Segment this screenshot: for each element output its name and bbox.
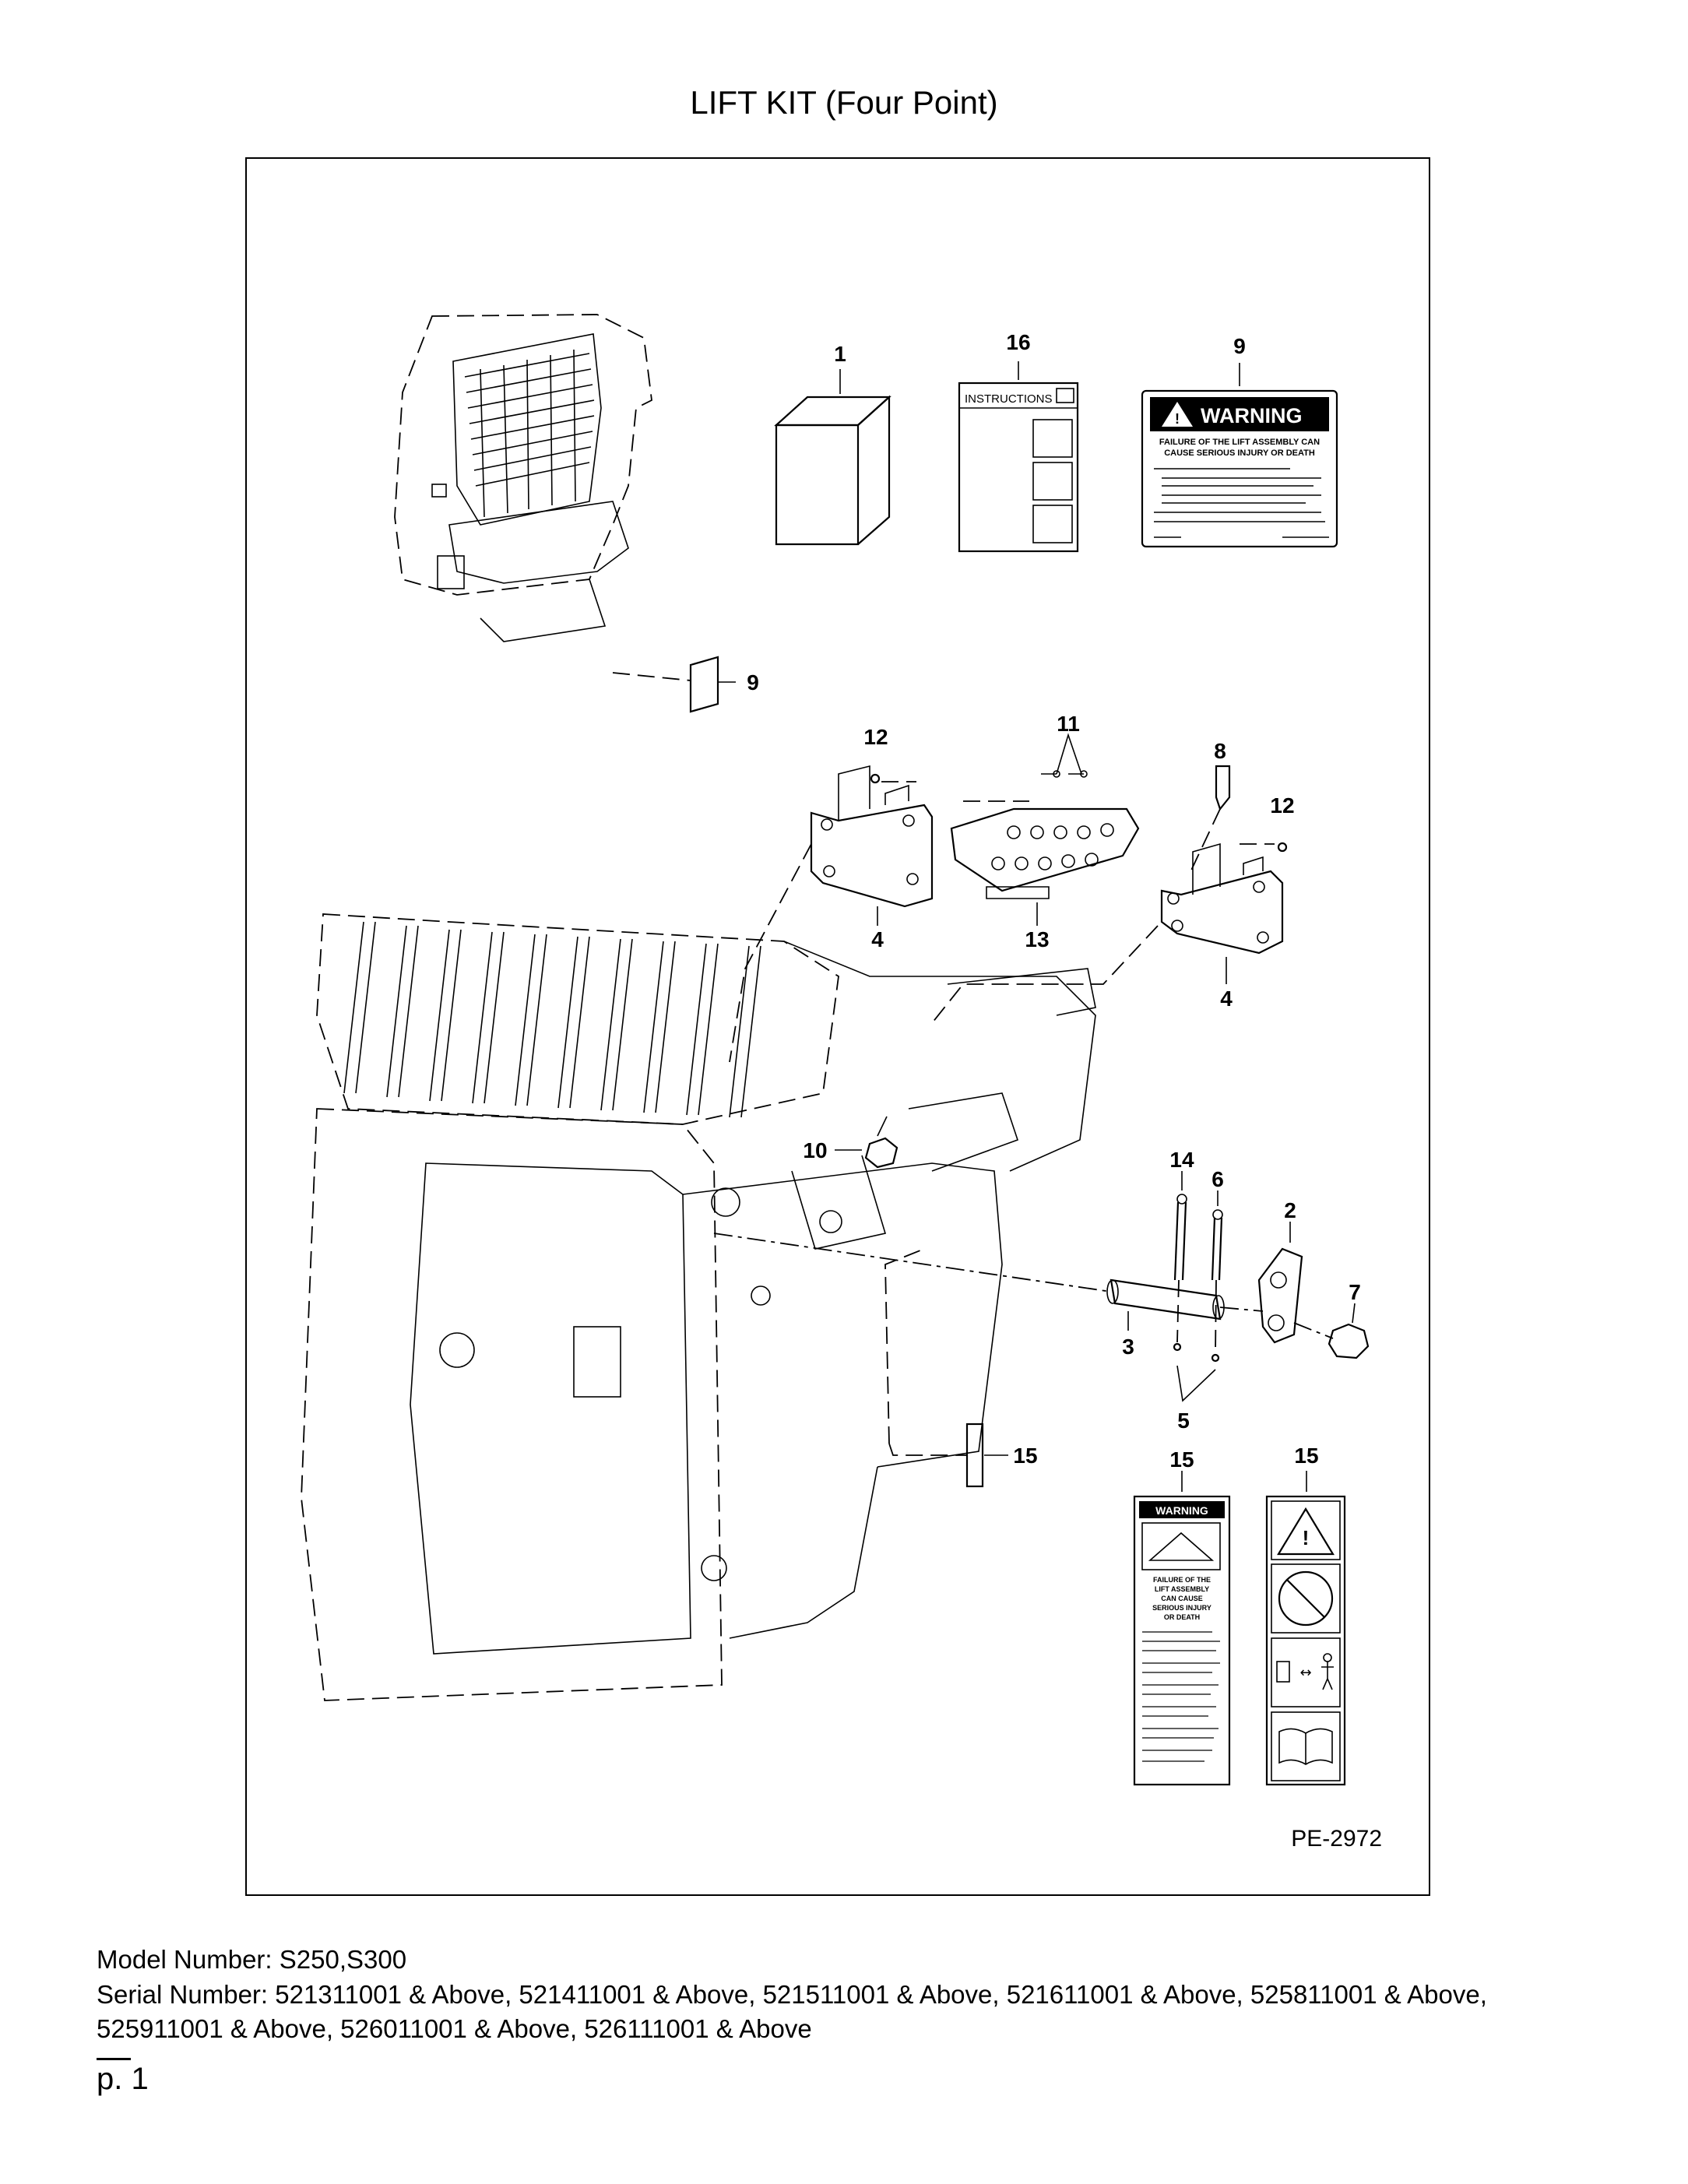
diagram-frame: INSTRUCTIONS ! WARNING FAILURE OF THE LI…	[245, 157, 1430, 1896]
serial-number: Serial Number: 521311001 & Above, 521411…	[97, 1980, 1487, 2043]
warning-tall-line1: FAILURE OF THE	[1153, 1576, 1211, 1584]
svg-text:!: !	[1303, 1526, 1310, 1549]
callout-12-right: 12	[1270, 793, 1294, 818]
part-4-left-plate	[810, 765, 934, 926]
warning-large-heading: WARNING	[1201, 404, 1303, 427]
callout-6: 6	[1211, 1167, 1224, 1191]
model-number: Model Number: S250,S300	[97, 1945, 407, 1974]
part-11-bolts	[963, 733, 1088, 802]
part-3-shaft	[713, 1233, 1225, 1331]
page-number: p. 1	[97, 2062, 149, 2096]
part-8-bolt	[1188, 765, 1231, 876]
callout-14: 14	[1169, 1148, 1194, 1172]
callout-16: 16	[1006, 330, 1030, 354]
part-9-cab-decal	[612, 656, 736, 713]
callout-4-left: 4	[871, 927, 884, 951]
callout-8: 8	[1214, 739, 1226, 763]
callout-9-cab: 9	[747, 670, 759, 695]
part-14-pin	[1173, 1171, 1187, 1343]
callout-3: 3	[1122, 1335, 1134, 1359]
callout-5: 5	[1177, 1409, 1190, 1433]
footer-rule	[97, 2058, 131, 2060]
svg-text:!: !	[1175, 411, 1180, 427]
callout-12-left: 12	[863, 725, 888, 749]
part-15-loader-decal	[884, 1248, 1008, 1488]
part-4-right-plate	[1160, 842, 1284, 984]
loader-frame-drawing	[301, 913, 1096, 1701]
part-15-pictorial-decal: ! ↔	[1265, 1471, 1346, 1786]
callout-11: 11	[1057, 712, 1080, 736]
part-7-castle-nut	[1293, 1303, 1370, 1359]
warning-tall-line3: CAN CAUSE	[1161, 1595, 1203, 1602]
warning-tall-line2: LIFT ASSEMBLY	[1155, 1585, 1209, 1593]
cab-drawing	[394, 314, 652, 642]
part-13-center-bracket	[950, 807, 1140, 926]
part-12-nuts	[870, 773, 1288, 853]
warning-tall-heading: WARNING	[1155, 1504, 1208, 1517]
instructions-header-text: INSTRUCTIONS	[965, 392, 1053, 406]
part-16-instructions-sheet: INSTRUCTIONS	[958, 361, 1079, 553]
part-2-link	[1219, 1222, 1303, 1344]
part-9-warning-decal: ! WARNING FAILURE OF THE LIFT ASSEMBLY C…	[1141, 363, 1338, 548]
warning-tall-line5: OR DEATH	[1164, 1613, 1200, 1621]
callout-1: 1	[834, 342, 846, 366]
callout-15-decal-a: 15	[1169, 1447, 1194, 1472]
svg-text:↔: ↔	[1299, 1665, 1311, 1681]
callout-4-right: 4	[1220, 986, 1233, 1011]
callout-13: 13	[1025, 927, 1049, 951]
warning-large-line1: FAILURE OF THE LIFT ASSEMBLY CAN	[1159, 438, 1320, 447]
exploded-parts-diagram: INSTRUCTIONS ! WARNING FAILURE OF THE LI…	[301, 314, 1370, 1786]
part-15-tall-warning-decal: WARNING FAILURE OF THE LIFT ASSEMBLY CAN…	[1133, 1471, 1231, 1786]
part-1-box	[774, 369, 891, 546]
callout-2: 2	[1284, 1198, 1296, 1222]
diagram-code: PE-2972	[1291, 1826, 1382, 1852]
part-10-nut	[835, 1116, 899, 1169]
warning-large-line2: CAUSE SERIOUS INJURY OR DEATH	[1164, 448, 1315, 458]
callout-15-loader: 15	[1013, 1444, 1037, 1468]
callout-10: 10	[803, 1138, 827, 1162]
page-title: LIFT KIT (Four Point)	[690, 84, 998, 121]
warning-tall-line4: SERIOUS INJURY	[1152, 1604, 1211, 1612]
part-5-cotter	[1173, 1342, 1220, 1402]
callout-9-decal: 9	[1233, 334, 1246, 358]
part-6-pin	[1211, 1190, 1223, 1355]
callout-7: 7	[1349, 1280, 1361, 1304]
callout-15-decal-b: 15	[1294, 1444, 1318, 1468]
